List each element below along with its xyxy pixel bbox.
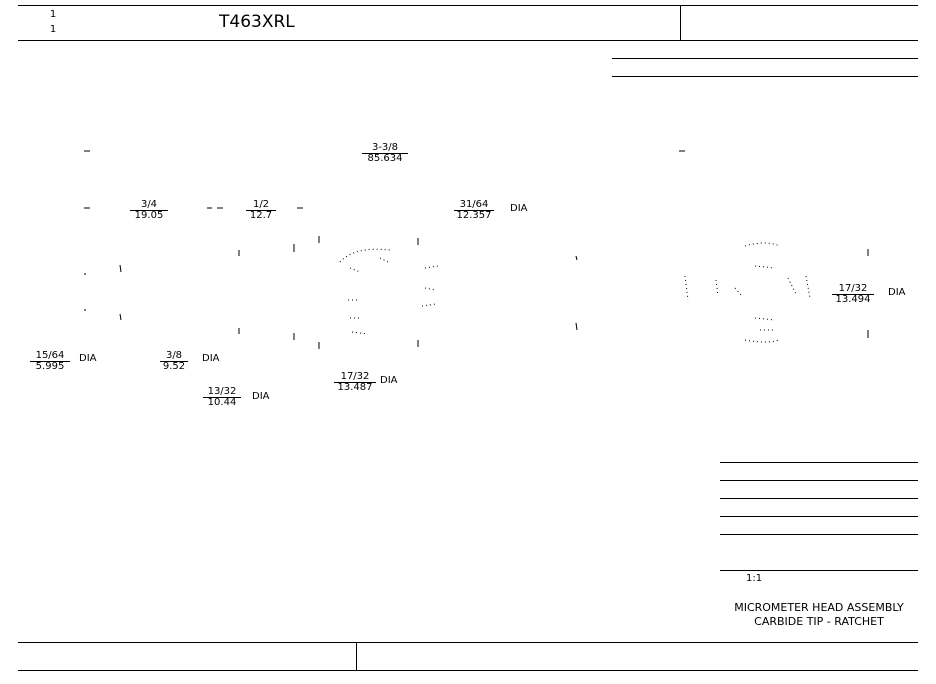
end-view-mark <box>805 275 811 299</box>
dimension-1-2: 1/2 12.7 <box>246 200 276 221</box>
sheet-number-bottom: 1 <box>49 24 57 35</box>
desc-line-3 <box>720 498 918 499</box>
end-view-mark <box>754 317 776 321</box>
dimension-17-32-end: 17/32 13.494 <box>832 284 874 305</box>
graduation-mark <box>424 265 439 269</box>
sheet-number-top: 1 <box>49 9 57 20</box>
dimension-3-8: 3/8 9.52 <box>160 351 188 372</box>
graduation-arc <box>339 248 391 263</box>
desc-line-5 <box>720 534 918 535</box>
desc-line-4 <box>720 516 918 517</box>
graduation-mark <box>421 303 437 307</box>
header-divider <box>680 5 681 40</box>
end-view-arc <box>744 242 781 247</box>
header-bottom-border <box>18 40 918 41</box>
dimension-17-32-end-suffix: DIA <box>888 287 906 298</box>
graduation-mark <box>351 331 369 335</box>
ratchet-edge <box>575 322 578 331</box>
dimension-31-64-suffix: DIA <box>510 203 528 214</box>
dimension-31-64: 31/64 12.357 <box>454 200 494 221</box>
graduation-mark <box>424 287 436 291</box>
footer-top-border <box>18 642 918 643</box>
desc-line-2 <box>720 480 918 481</box>
end-view-mark <box>754 265 776 269</box>
end-view-mark <box>684 275 689 301</box>
graduation-mark <box>379 257 389 263</box>
end-view-mark <box>734 287 743 297</box>
dimension-13-32: 13/32 10.44 <box>203 387 241 408</box>
top-border <box>18 5 918 6</box>
desc-line-6 <box>720 570 918 571</box>
dimension-13-32-suffix: DIA <box>252 391 270 402</box>
dimension-17-32-thimble: 17/32 13.487 <box>334 372 376 393</box>
end-view-mark <box>787 277 797 295</box>
end-view-arc <box>744 339 781 343</box>
graduation-mark <box>349 267 361 273</box>
description-line-2: CARBIDE TIP - RATCHET <box>754 615 884 628</box>
spindle-edge <box>119 313 122 321</box>
dimension-overall-length: 3-3/8 85.634 <box>362 143 408 164</box>
revision-line-2 <box>612 76 918 77</box>
end-view-mark <box>715 279 719 297</box>
dimension-15-64-suffix: DIA <box>79 353 97 364</box>
description-line-1: MICROMETER HEAD ASSEMBLY <box>734 601 904 614</box>
dimension-15-64: 15/64 5.995 <box>30 351 70 372</box>
dimension-3-4: 3/4 19.05 <box>130 200 168 221</box>
ratchet-edge <box>575 255 578 261</box>
dimension-17-32-thimble-suffix: DIA <box>380 375 398 386</box>
dimension-3-8-suffix: DIA <box>202 353 220 364</box>
desc-line-1 <box>720 462 918 463</box>
revision-line-1 <box>612 58 918 59</box>
footer-bottom-border <box>18 670 918 671</box>
footer-divider <box>356 642 357 670</box>
scale-label: 1:1 <box>746 573 763 584</box>
part-number: T463XRL <box>219 12 295 32</box>
spindle-edge <box>119 264 122 273</box>
